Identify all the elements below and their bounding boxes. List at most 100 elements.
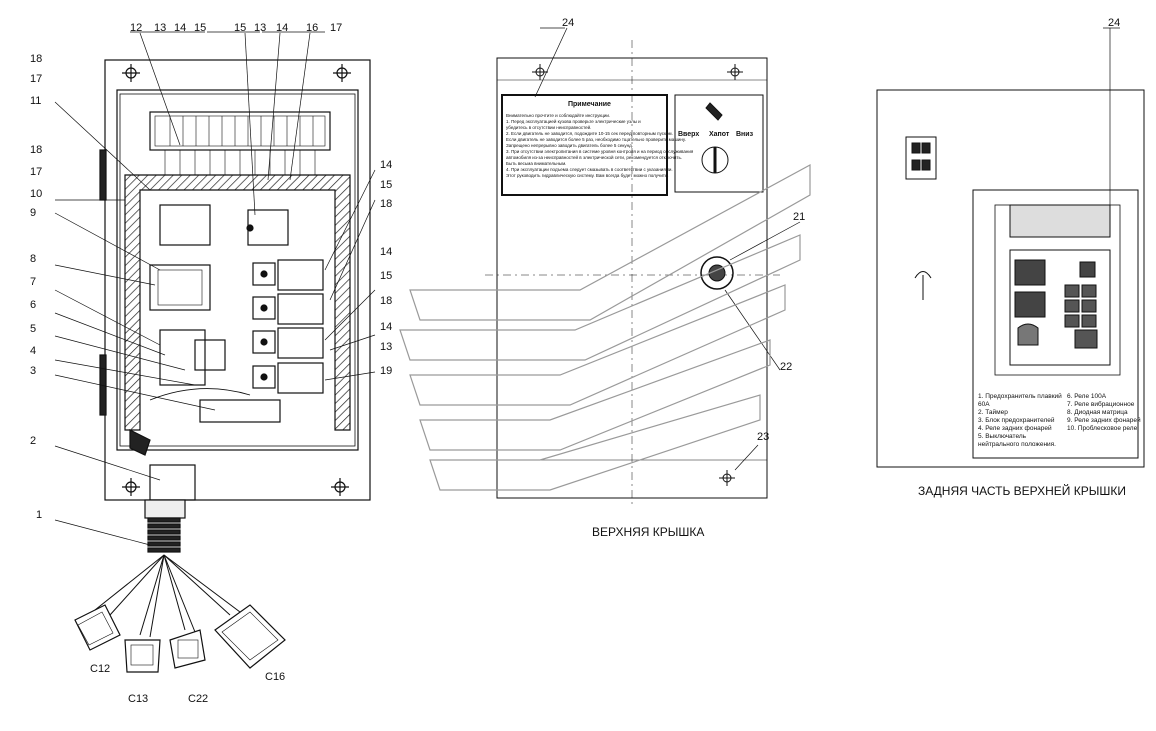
control-box bbox=[54, 31, 376, 673]
top-callout-3: 14 bbox=[174, 22, 186, 34]
component-5 bbox=[159, 329, 206, 386]
box-inner-frame bbox=[116, 89, 359, 451]
cover-back bbox=[876, 27, 1145, 468]
right-callout-4: 14 bbox=[380, 246, 392, 258]
top-callout-4: 15 bbox=[194, 22, 206, 34]
component-15 bbox=[247, 209, 289, 246]
left-callout-1: 18 bbox=[30, 53, 42, 65]
legend-right-line: 10. Проблесковое реле bbox=[1067, 424, 1138, 432]
left-callout-4: 18 bbox=[30, 144, 42, 156]
left-callout-11: 5 bbox=[30, 323, 36, 335]
note-line: Быть весьма внимательным. bbox=[506, 161, 566, 166]
left-callout-13: 3 bbox=[30, 365, 36, 377]
cover-back-outline bbox=[876, 89, 1145, 468]
left-callout-6: 10 bbox=[30, 188, 42, 200]
left-callout-8: 8 bbox=[30, 253, 36, 265]
legend-right-line: 8. Диодная матрица bbox=[1067, 409, 1128, 416]
legend-right-line: 6. Реле 100А bbox=[1067, 393, 1107, 400]
rotary-switch bbox=[700, 256, 734, 290]
box-outer bbox=[104, 59, 371, 501]
connector-label-c22: C22 bbox=[188, 693, 208, 705]
right-callout-7: 14 bbox=[380, 321, 392, 333]
right-callout-9: 19 bbox=[380, 365, 392, 377]
fuse-wires bbox=[164, 150, 316, 175]
left-callout-14: 2 bbox=[30, 435, 36, 447]
left-callout-10: 6 bbox=[30, 299, 36, 311]
legend-left-line: 4. Реле задних фонарей bbox=[978, 424, 1052, 432]
legend-right-line: 9. Реле задних фонарей bbox=[1067, 416, 1141, 424]
note-line: Если двигатель не заводится более 5 раз,… bbox=[506, 137, 686, 142]
wire-harness bbox=[94, 554, 241, 638]
note-line: убедитесь в отсутствии неисправностей. bbox=[506, 124, 591, 130]
top-callout-2: 13 bbox=[154, 22, 166, 34]
right-leaders bbox=[324, 169, 376, 381]
cover-back-caption: ЗАДНЯЯ ЧАСТЬ ВЕРХНЕЙ КРЫШКИ bbox=[918, 483, 1126, 498]
left-callout-15: 1 bbox=[36, 509, 42, 521]
top-callout-9: 17 bbox=[330, 22, 342, 34]
note-line: Запрещено непрерывно заводить двигатель … bbox=[506, 143, 633, 148]
note-line: 2. Если двигатель не заводится, подождит… bbox=[506, 131, 673, 136]
switch-label-down: Вниз bbox=[736, 131, 754, 138]
connector-label-c12: C12 bbox=[90, 663, 110, 675]
fuse-block bbox=[149, 111, 331, 151]
top-callout-6: 13 bbox=[254, 22, 266, 34]
connector-c12 bbox=[74, 604, 121, 651]
note-line: Этот руководить гидравлическую систему. … bbox=[506, 173, 669, 178]
note-panel bbox=[501, 94, 668, 196]
watermark bbox=[399, 163, 811, 491]
note-title: Примечание bbox=[568, 101, 611, 108]
legend-left-line: 5. Выключатель bbox=[978, 433, 1027, 440]
note-line: 4. При эксплуатации подъема следует смаз… bbox=[506, 167, 673, 172]
note-line: 3. При отсутствии электропитания в систе… bbox=[506, 149, 694, 154]
cable-gland bbox=[149, 464, 196, 501]
top-callout-5: 15 bbox=[234, 22, 246, 34]
top-cover-caption: ВЕРХНЯЯ КРЫШКА bbox=[592, 525, 704, 539]
left-callout-9: 7 bbox=[30, 276, 36, 288]
note-line: 1. Перед эксплуатацией кузова проверьте … bbox=[506, 118, 641, 124]
fuse-block-cells bbox=[169, 116, 314, 146]
left-callout-7: 9 bbox=[30, 207, 36, 219]
right-callout-3: 18 bbox=[380, 198, 392, 210]
component-8 bbox=[149, 264, 211, 311]
component-3 bbox=[199, 399, 281, 423]
middle-callout-24: 24 bbox=[562, 17, 574, 29]
right-callout-5: 15 bbox=[380, 270, 392, 282]
connector-c16 bbox=[214, 604, 286, 669]
right-callout-6: 18 bbox=[380, 295, 392, 307]
legend-right-line: 7. Реле вибрационное bbox=[1067, 400, 1135, 408]
right-panel-callout-24: 24 bbox=[1108, 17, 1120, 29]
middle-callout-22: 22 bbox=[780, 361, 792, 373]
legend-left-line: 2. Таймер bbox=[978, 408, 1008, 416]
component-10 bbox=[159, 204, 211, 246]
note-text: Примечание Внимательно прочтите и соблюд… bbox=[506, 101, 694, 178]
hinge-top bbox=[99, 149, 107, 201]
connector-c13 bbox=[124, 639, 161, 673]
top-leaders bbox=[130, 31, 325, 216]
component-board bbox=[972, 189, 1139, 459]
right-callout-8: 13 bbox=[380, 341, 392, 353]
relay-stack bbox=[252, 259, 324, 394]
top-callout-7: 14 bbox=[276, 22, 288, 34]
connector-label-c16: C16 bbox=[265, 671, 285, 683]
legend-left-line: нейтрального положения. bbox=[978, 440, 1056, 448]
switch-labels: Вверх Хапот Вниз bbox=[678, 131, 754, 138]
connector-label-c13: C13 bbox=[128, 693, 148, 705]
left-callout-5: 17 bbox=[30, 166, 42, 178]
left-callout-12: 4 bbox=[30, 345, 36, 357]
top-cover bbox=[485, 27, 801, 505]
legend-left-line: 1. Предохранитель плавкий bbox=[978, 392, 1062, 400]
note-line: Внимательно прочтите и соблюдайте инстру… bbox=[506, 112, 610, 118]
connector-c22 bbox=[169, 629, 206, 669]
callout-labels: 12 13 14 15 15 13 14 16 17 18 17 11 18 1… bbox=[30, 17, 1120, 705]
back-connector bbox=[905, 136, 937, 180]
cable-ribs bbox=[147, 517, 181, 553]
legend-left-line: 3. Блок предохранителей bbox=[978, 416, 1055, 424]
switch-panel bbox=[674, 94, 764, 193]
top-callout-1: 12 bbox=[130, 22, 142, 34]
left-callout-3: 11 bbox=[30, 95, 41, 107]
left-leaders bbox=[54, 101, 216, 546]
switch-label-up: Вверх bbox=[678, 131, 699, 138]
legend-left-line: 60А bbox=[978, 401, 990, 408]
